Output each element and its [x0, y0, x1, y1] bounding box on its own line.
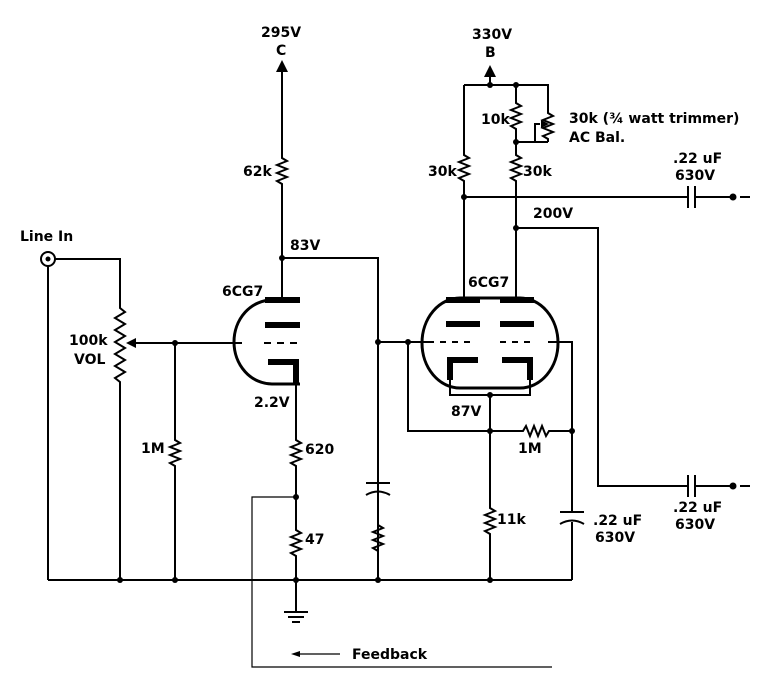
output-terminal-top — [729, 193, 737, 201]
ground-icon — [284, 611, 308, 623]
label-11k: 11k — [497, 512, 526, 528]
capacitor-83v-node — [365, 482, 391, 496]
label-620: 620 — [305, 442, 334, 458]
resistor-47 — [288, 527, 304, 559]
resistor-10k — [508, 100, 524, 132]
supply-295v — [276, 60, 288, 155]
label-acbal: AC Bal. — [569, 130, 625, 146]
resistor-1m-grid — [167, 437, 183, 469]
label-330v: 330V — [472, 27, 512, 43]
label-pot-value: 100k — [69, 333, 108, 349]
label-2-2v: 2.2V — [254, 395, 290, 411]
output-terminal-bottom — [729, 482, 737, 490]
resistor-83v-node — [370, 522, 386, 554]
resistor-11k — [482, 505, 498, 537]
label-200v: 200V — [533, 206, 573, 222]
line-in-jack-icon — [40, 251, 56, 267]
label-1m-grid: 1M — [141, 441, 165, 457]
label-b: B — [485, 45, 496, 61]
label-47: 47 — [305, 532, 324, 548]
label-cap-mid-value: .22 uF — [593, 513, 642, 529]
label-cap-bottom-value: .22 uF — [673, 500, 722, 516]
potentiometer-100k — [113, 305, 127, 385]
label-87v: 87V — [451, 404, 481, 420]
feedback-wire — [251, 496, 552, 668]
resistor-1m-feedback — [520, 423, 552, 439]
resistor-30k-right — [508, 152, 524, 184]
label-c: C — [276, 43, 286, 59]
label-10k: 10k — [481, 112, 510, 128]
trimmer-wiper-icon — [541, 120, 549, 128]
label-cap-bottom-voltage: 630V — [675, 517, 715, 533]
label-feedback: Feedback — [352, 647, 428, 663]
label-cap-top-voltage: 630V — [675, 168, 715, 184]
resistor-30k-left — [456, 152, 472, 184]
resistor-62k — [274, 155, 290, 187]
wiper-arrow-icon — [126, 338, 136, 348]
label-pot-name: VOL — [74, 352, 105, 368]
trimmer-30k — [540, 110, 556, 142]
label-30k-left: 30k — [428, 164, 457, 180]
label-trimmer: 30k (¾ watt trimmer) — [569, 111, 739, 127]
capacitor-output-bottom — [687, 475, 696, 497]
tube-6cg7-left — [232, 297, 300, 386]
feedback-arrow-icon — [291, 651, 340, 657]
resistor-620 — [288, 437, 304, 469]
label-tube2: 6CG7 — [468, 275, 509, 291]
label-tube1: 6CG7 — [222, 284, 263, 300]
label-cap-mid-voltage: 630V — [595, 530, 635, 546]
label-62k: 62k — [243, 164, 272, 180]
label-30k-right: 30k — [523, 164, 552, 180]
label-1m-feedback: 1M — [518, 441, 542, 457]
capacitor-grid-bypass — [559, 511, 585, 525]
label-295v: 295V — [261, 25, 301, 41]
capacitor-output-top — [687, 186, 696, 208]
label-line-in: Line In — [20, 229, 73, 245]
label-cap-top-value: .22 uF — [673, 151, 722, 167]
label-83v: 83V — [290, 238, 320, 254]
tube-6cg7-right — [420, 296, 560, 390]
